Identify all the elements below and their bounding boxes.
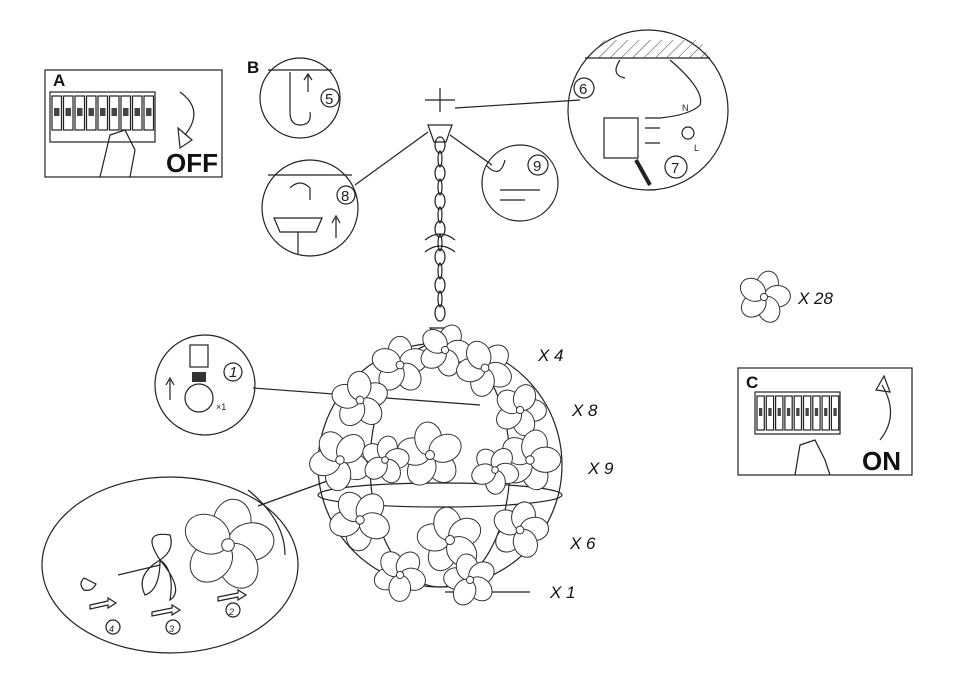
- step-2-number: 2: [228, 607, 234, 617]
- flower-icon: [739, 270, 791, 323]
- arrow-icon: [89, 588, 248, 617]
- quantity-row-4: X 6: [569, 534, 596, 553]
- spare-flowers: X 28: [739, 270, 834, 323]
- step-5-hook-detail: B 5: [247, 57, 341, 139]
- quantity-bottom: X 1: [549, 583, 576, 602]
- breaker-box: [754, 391, 841, 435]
- flower-assembly-detail: 4 3 2: [41, 476, 299, 654]
- flower: [443, 553, 495, 606]
- flower: [496, 384, 547, 437]
- quantity-row-1: X 4: [537, 346, 564, 365]
- step-8-canopy-detail: 8: [261, 159, 359, 257]
- step-1-number: 1: [229, 364, 237, 381]
- canopy: [427, 124, 453, 143]
- flower: [329, 491, 390, 552]
- terminal-block: [603, 117, 639, 159]
- hand-icon: [794, 439, 831, 476]
- live-label: L: [694, 143, 699, 153]
- arrow-up-icon: [165, 376, 175, 400]
- canopy-icon: [273, 217, 323, 233]
- ground-icon: [681, 126, 695, 140]
- step-6-7-wiring-detail: 6 7 N L: [567, 29, 729, 191]
- neutral-label: N: [682, 103, 689, 113]
- flower: [502, 429, 562, 491]
- panel-c-breaker-on: C ON: [737, 367, 913, 476]
- breaker-box: [49, 91, 156, 143]
- flower: [373, 551, 426, 602]
- step-6-number: 6: [579, 81, 587, 98]
- step-1-bulb-detail: 1 ×1: [154, 334, 256, 436]
- step-7-number: 7: [671, 160, 679, 177]
- on-label: ON: [862, 446, 901, 476]
- bulb-quantity: ×1: [216, 402, 226, 412]
- flower: [309, 431, 370, 492]
- curved-arrow-up-icon: [879, 384, 892, 441]
- arrow-up-icon: [303, 72, 313, 92]
- flower: [456, 340, 512, 397]
- step-5-number: 5: [325, 91, 333, 108]
- flower: [739, 270, 791, 323]
- step-3-number: 3: [169, 624, 174, 634]
- arrow-up-icon: [331, 214, 341, 238]
- hook-icon: [615, 59, 626, 79]
- quantity-row-3: X 9: [587, 459, 614, 478]
- flower: [493, 501, 550, 558]
- flower: [331, 370, 388, 427]
- off-label: OFF: [166, 148, 218, 178]
- quantity-row-2: X 8: [571, 401, 598, 420]
- flower: [362, 435, 410, 484]
- panel-b-letter: B: [247, 58, 259, 77]
- petal-icon: [141, 533, 177, 602]
- supply-cable: [659, 59, 702, 119]
- screwdriver-icon: [500, 189, 540, 201]
- step-9-screw-detail: 9: [481, 144, 559, 222]
- step-9-number: 9: [533, 158, 541, 175]
- flower: [396, 421, 462, 486]
- flower: [371, 335, 429, 391]
- flower: [416, 506, 482, 572]
- pendant-canopy-chain: [424, 88, 456, 341]
- panel-c-letter: C: [746, 373, 758, 392]
- panel-a-letter: A: [53, 71, 65, 90]
- hook-icon: [289, 182, 311, 200]
- flower: [420, 324, 472, 377]
- flower: [471, 448, 520, 495]
- bulb-icon: [184, 383, 214, 413]
- bulb-icon: [80, 577, 97, 591]
- hand-icon: [99, 129, 136, 178]
- flower-ball-lamp: [309, 324, 563, 606]
- panel-a-breaker-off: A OFF: [44, 69, 223, 178]
- flower: [184, 498, 275, 589]
- curved-arrow-down-icon: [179, 91, 195, 136]
- step-4-number: 4: [109, 624, 114, 634]
- hook-icon: [289, 72, 311, 126]
- spare-flower-quantity: X 28: [797, 289, 834, 308]
- step-8-number: 8: [341, 188, 349, 205]
